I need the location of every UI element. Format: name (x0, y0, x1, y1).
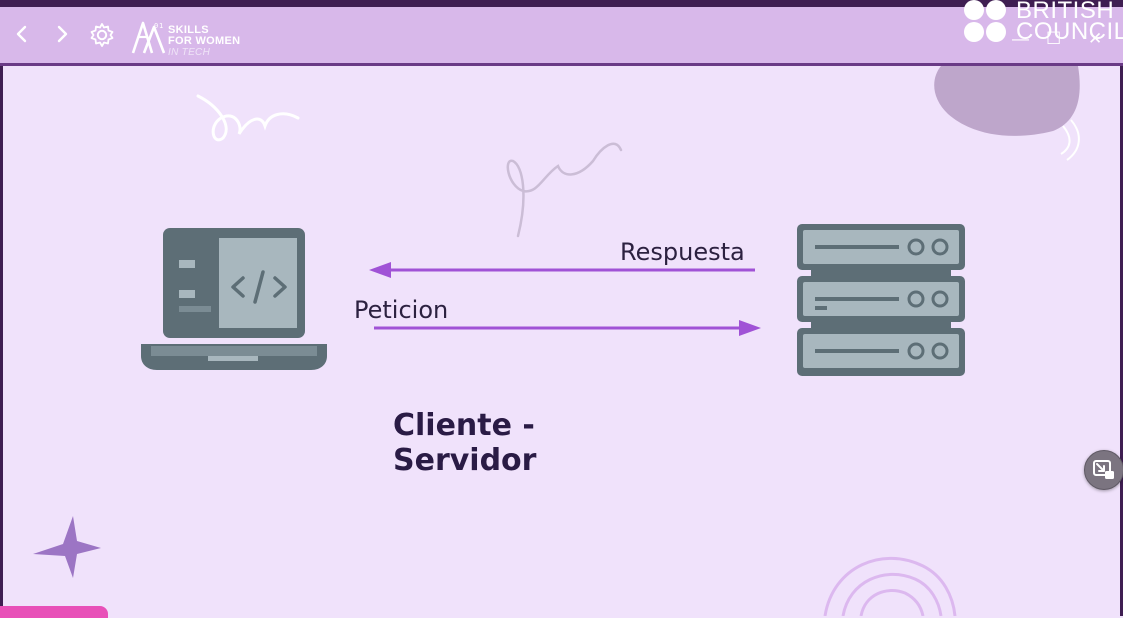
picture-in-picture-button[interactable] (1084, 450, 1123, 490)
maximize-button[interactable]: ☐ (1046, 29, 1062, 48)
gear-icon[interactable] (89, 22, 114, 47)
server-icon (797, 224, 965, 376)
request-arrow (374, 320, 761, 336)
decorative-scribble-2 (506, 142, 623, 238)
slide-canvas: Respuesta Peticion Cliente - Servidor (3, 66, 1120, 616)
svg-text:1: 1 (159, 22, 163, 30)
svg-text:0: 0 (154, 22, 158, 30)
right-border (1120, 66, 1123, 616)
skills-logo-line1: SKILLS (168, 24, 209, 36)
slide-decorations (33, 66, 1080, 616)
british-council-line1: BRITISH (1016, 0, 1115, 24)
skills-logo-line2: FOR WOMEN (168, 35, 241, 47)
request-label: Peticion (354, 296, 449, 324)
close-button[interactable]: ✕ (1088, 29, 1103, 48)
british-council-line2: COUNCIL (1016, 18, 1123, 45)
slide-title: Cliente - Servidor (393, 408, 537, 478)
decorative-star (33, 516, 101, 578)
bottom-pink-tab[interactable] (0, 606, 108, 618)
exit-fullscreen-icon (1093, 460, 1114, 479)
british-council-logo: BRITISH COUNCIL (962, 0, 1123, 45)
decorative-rings (823, 556, 957, 616)
laptop-icon (141, 228, 327, 370)
minimize-button[interactable]: — (1012, 29, 1029, 48)
response-arrow (369, 262, 755, 278)
toolbar: 0 1 SKILLS FOR WOMEN IN TECH — ☐ ✕ (0, 7, 1123, 66)
skills-logo-mark: 0 1 (131, 21, 166, 54)
skills-logo-line3: IN TECH (168, 47, 211, 58)
chevron-left-icon[interactable] (10, 22, 34, 46)
decorative-scribble-1 (196, 94, 300, 142)
left-border (0, 66, 3, 616)
top-border (0, 0, 1123, 7)
decorative-blob (934, 66, 1080, 136)
response-label: Respuesta (620, 238, 745, 266)
skills-for-women-logo: 0 1 SKILLS FOR WOMEN IN TECH (130, 15, 260, 58)
chevron-right-icon[interactable] (50, 22, 74, 46)
british-council-dots-icon (962, 0, 1008, 44)
